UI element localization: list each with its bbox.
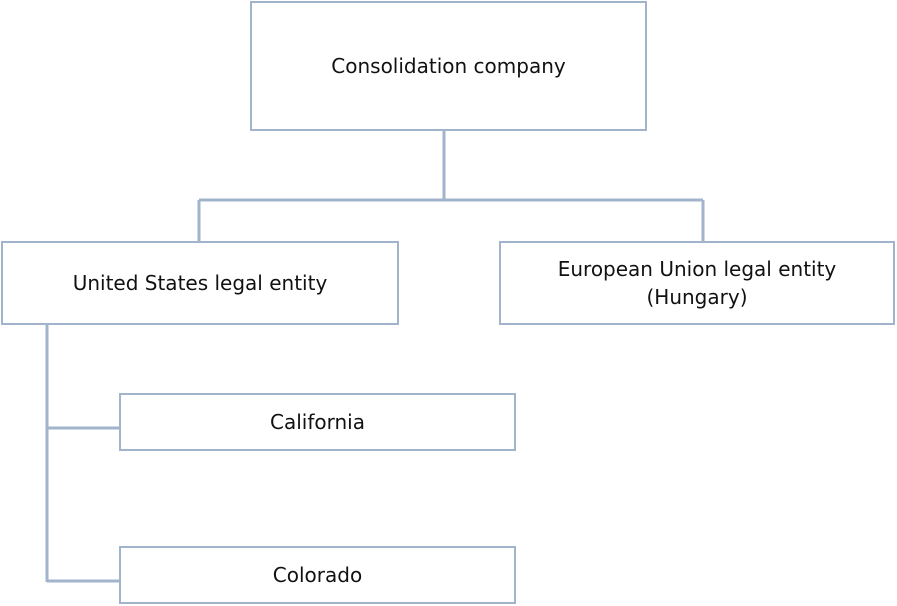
node-colorado: Colorado bbox=[119, 546, 516, 604]
node-california: California bbox=[119, 393, 516, 451]
node-label: California bbox=[270, 410, 365, 434]
node-label: Colorado bbox=[272, 563, 363, 587]
node-label: United States legal entity bbox=[72, 271, 328, 295]
node-european-union-legal-entity: European Union legal entity (Hungary) bbox=[499, 241, 895, 325]
node-united-states-legal-entity: United States legal entity bbox=[1, 241, 399, 325]
node-consolidation-company: Consolidation company bbox=[250, 1, 647, 131]
node-label: Consolidation company bbox=[331, 54, 566, 78]
node-label-line-2: (Hungary) bbox=[646, 285, 748, 309]
node-label-line-1: European Union legal entity bbox=[557, 257, 837, 281]
